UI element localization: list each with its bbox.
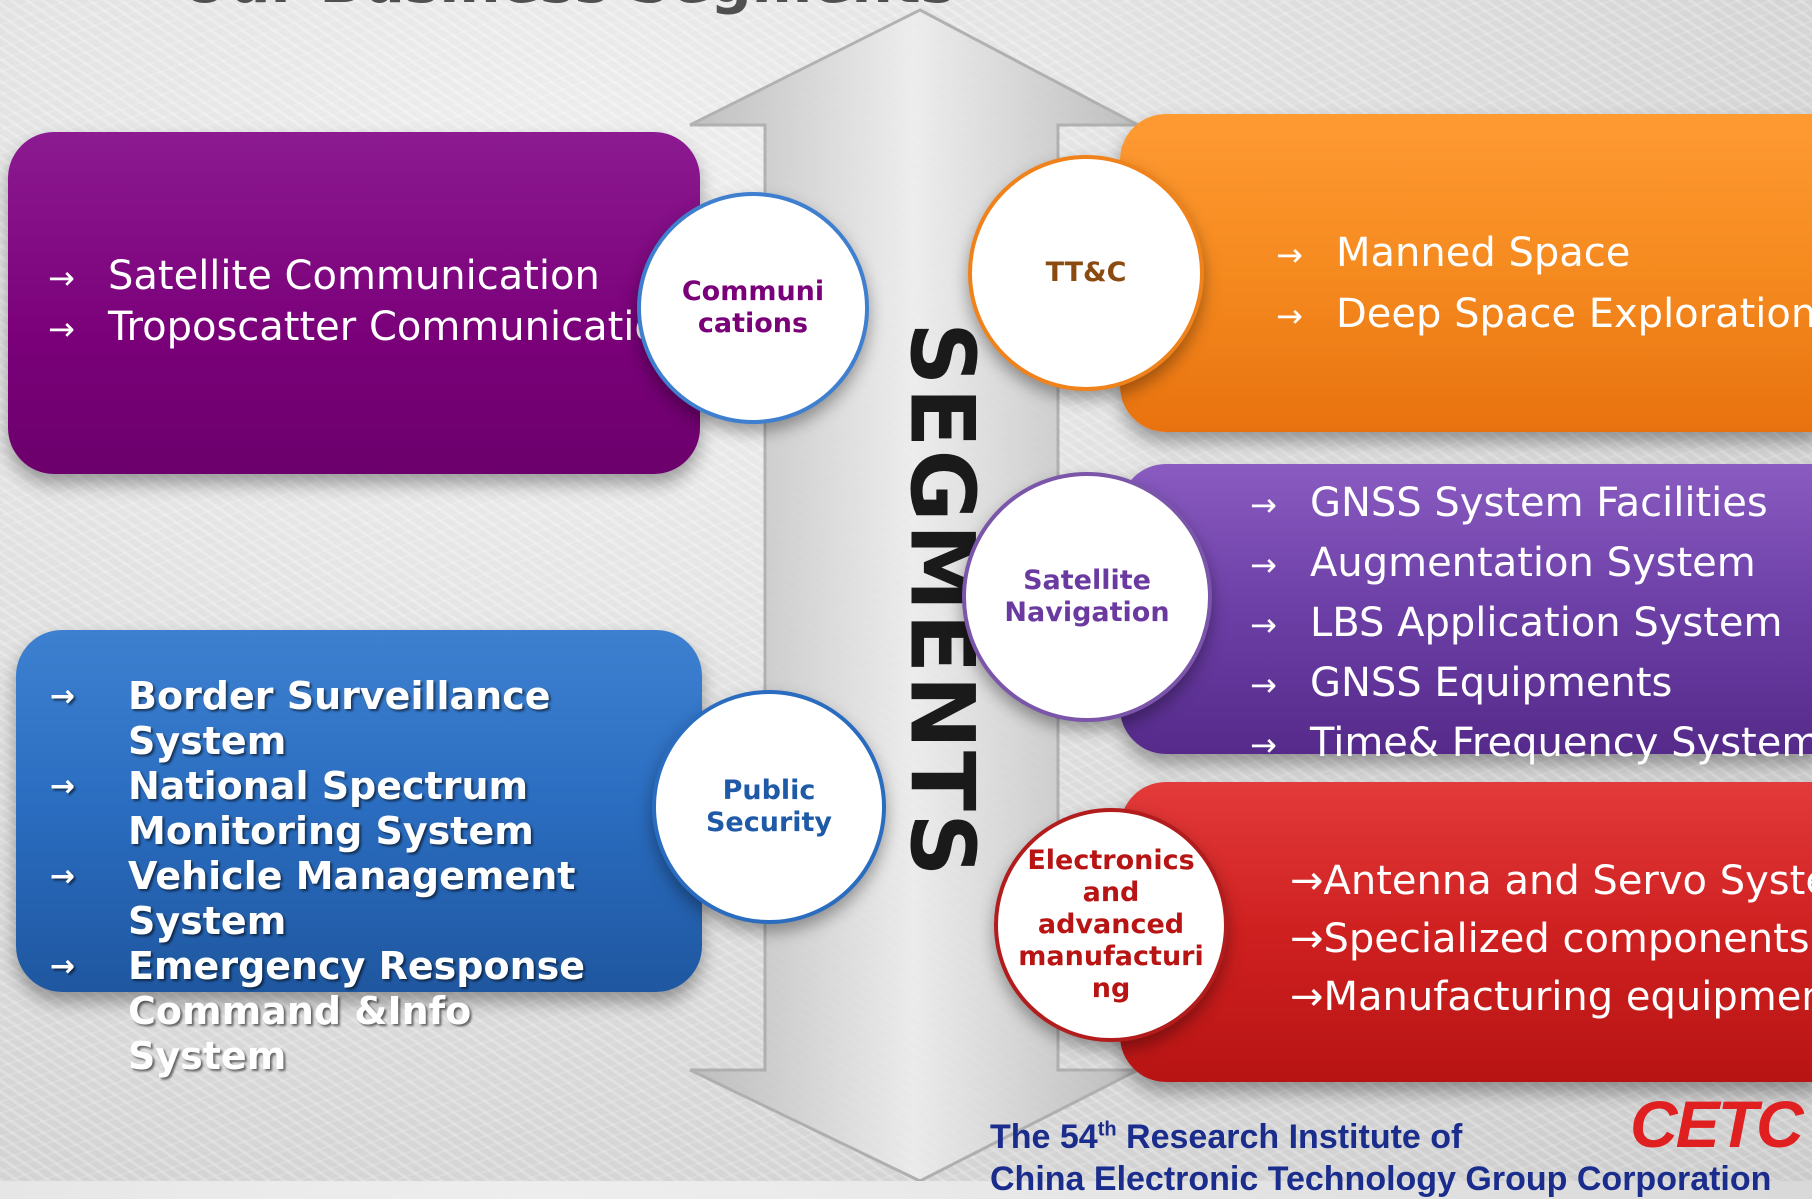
communications-list: →Satellite Communication →Troposcatter C…	[48, 252, 684, 354]
satellite-navigation-list: →GNSS System Facilities →Augmentation Sy…	[1250, 474, 1812, 774]
arrow-icon: →	[50, 949, 76, 984]
arrow-icon: →	[48, 310, 75, 348]
list-item: →LBS Application System	[1250, 594, 1812, 654]
list-item: →Deep Space Exploration	[1276, 285, 1812, 346]
list-item: →Augmentation System	[1250, 534, 1812, 594]
ttc-list: →Manned Space →Deep Space Exploration	[1276, 224, 1812, 346]
list-item: →Manned Space	[1276, 224, 1812, 285]
arrow-icon: →	[1250, 726, 1277, 764]
institute-name-line1: The 54th Research Institute of	[990, 1118, 1463, 1156]
arrow-icon: →	[1276, 297, 1303, 335]
list-item: →Troposcatter Communication	[48, 303, 684, 354]
list-item: →Border Surveillance System	[50, 674, 551, 763]
page-title: Our Business Segments	[180, 0, 955, 16]
list-item: →Specialized components	[1290, 916, 1810, 962]
list-item: →GNSS Equipments	[1250, 654, 1812, 714]
arrow-icon: →	[50, 769, 76, 804]
list-item: →Manufacturing equipments	[1290, 974, 1812, 1020]
communications-box: →Satellite Communication →Troposcatter C…	[8, 132, 700, 474]
arrow-icon: →	[1250, 486, 1277, 524]
electronics-box: →Antenna and Servo System →Specialized c…	[1120, 782, 1812, 1082]
list-item: →Emergency Response Command &Info System	[50, 944, 586, 1078]
list-item: →National Spectrum Monitoring System	[50, 764, 534, 853]
arrow-icon: →	[1276, 236, 1303, 274]
cetc-logo: CETC	[1630, 1087, 1804, 1161]
arrow-icon: →	[1250, 666, 1277, 704]
arrow-icon: →	[50, 859, 76, 894]
arrow-icon: →	[1250, 606, 1277, 644]
institute-name-line2: China Electronic Technology Group Corpor…	[990, 1160, 1772, 1198]
list-item: →GNSS System Facilities	[1250, 474, 1812, 534]
arrow-icon: →	[1250, 546, 1277, 584]
list-item: →Time& Frequency System	[1250, 714, 1812, 774]
ttc-box: →Manned Space →Deep Space Exploration	[1120, 114, 1812, 432]
ttc-circle: TT&C	[968, 155, 1204, 391]
list-item: →Antenna and Servo System	[1290, 858, 1812, 904]
electronics-list: →Antenna and Servo System →Specialized c…	[1290, 852, 1812, 1026]
satellite-navigation-box: →GNSS System Facilities →Augmentation Sy…	[1120, 464, 1812, 766]
public-security-box: →Border Surveillance System →National Sp…	[16, 630, 702, 1078]
arrow-icon: →	[50, 679, 76, 714]
electronics-circle: Electronics and advanced manufacturi ng	[994, 808, 1228, 1042]
list-item: →Vehicle Management System	[50, 854, 576, 943]
public-security-list: →Border Surveillance System →National Sp…	[50, 674, 688, 1079]
list-item: →Satellite Communication	[48, 252, 684, 303]
arrow-icon: →	[48, 259, 75, 297]
